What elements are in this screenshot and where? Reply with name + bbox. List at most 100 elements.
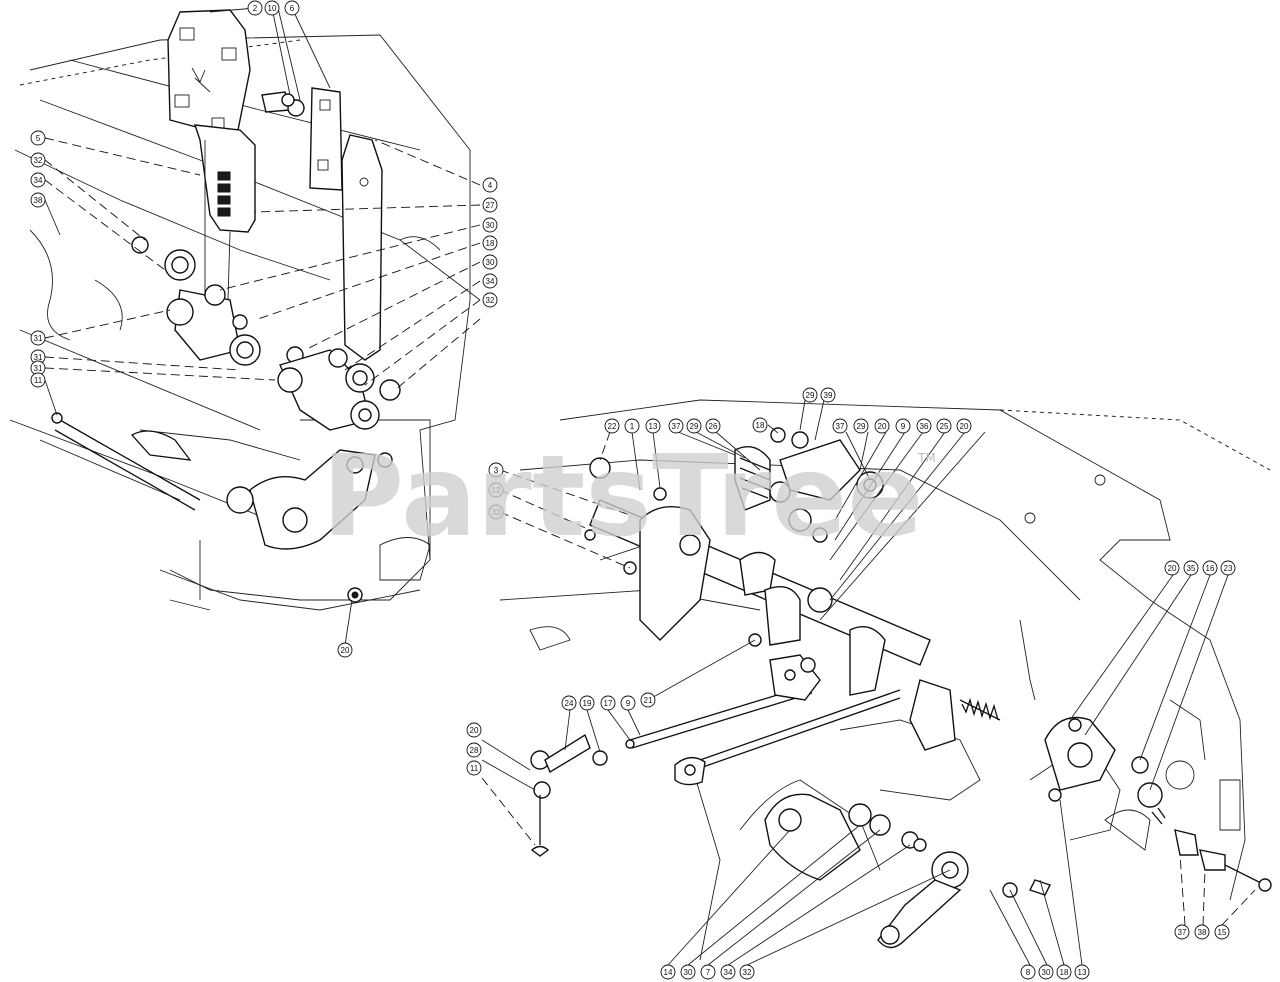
callout-bubble: 29: [802, 387, 818, 403]
callout-label: 32: [34, 156, 43, 165]
callout-label: 29: [690, 422, 699, 431]
callout-bubble: 35: [1183, 560, 1199, 576]
callout-label: 37: [836, 422, 845, 431]
callout-circle: [1183, 560, 1199, 576]
callout-circle: [488, 462, 504, 478]
callout-circle: [832, 418, 848, 434]
callout-label: 3: [494, 466, 499, 475]
callout-circle: [284, 0, 300, 16]
callout-label: 19: [583, 699, 592, 708]
callout-circle: [579, 695, 595, 711]
callout-bubble: 8: [1020, 964, 1036, 980]
callout-label: 29: [857, 422, 866, 431]
callout-label: 34: [34, 176, 43, 185]
callout-bubble: 27: [482, 197, 498, 213]
callout-label: 1: [630, 422, 635, 431]
callout-label: 2: [253, 4, 258, 13]
callout-label: 5: [36, 134, 41, 143]
callout-circle: [936, 418, 952, 434]
callout-circle: [482, 197, 498, 213]
callout-bubble: 25: [936, 418, 952, 434]
callout-bubble: 18: [482, 235, 498, 251]
callout-circle: [488, 504, 504, 520]
callout-bubble: 2: [247, 0, 263, 16]
callout-bubble: 4: [482, 177, 498, 193]
callout-bubble: 20: [874, 418, 890, 434]
callout-bubble: 11: [30, 372, 46, 388]
callout-label: 32: [743, 968, 752, 977]
callout-label: 18: [486, 239, 495, 248]
callout-bubble: 32: [482, 292, 498, 308]
callout-label: 22: [608, 422, 617, 431]
callout-label: 25: [940, 422, 949, 431]
callout-circle: [620, 695, 636, 711]
callout-bubble: 30: [482, 254, 498, 270]
callout-label: 9: [626, 699, 631, 708]
callout-circle: [482, 217, 498, 233]
callout-label: 8: [1026, 968, 1031, 977]
callout-circle: [802, 387, 818, 403]
callout-circle: [874, 418, 890, 434]
callout-circle: [482, 292, 498, 308]
callout-circle: [680, 964, 696, 980]
callout-label: 34: [724, 968, 733, 977]
callout-circle: [1038, 964, 1054, 980]
callout-circle: [604, 418, 620, 434]
callout-circle: [1214, 924, 1230, 940]
callout-circle: [30, 372, 46, 388]
callout-circle: [1194, 924, 1210, 940]
callout-circle: [1202, 560, 1218, 576]
callout-bubble: 30: [680, 964, 696, 980]
callout-bubble: 28: [466, 742, 482, 758]
callout-circle: [337, 642, 353, 658]
callout-circle: [561, 695, 577, 711]
callout-circle: [600, 695, 616, 711]
callout-label: 38: [34, 196, 43, 205]
callout-bubble: 3: [488, 462, 504, 478]
callout-label: 15: [1218, 928, 1227, 937]
callout-label: 39: [824, 391, 833, 400]
callout-bubble: 12: [488, 482, 504, 498]
callout-label: 33: [492, 508, 501, 517]
callout-bubble: 20: [337, 642, 353, 658]
callout-label: 37: [1178, 928, 1187, 937]
callout-bubble: 39: [820, 387, 836, 403]
callout-label: 37: [672, 422, 681, 431]
callout-label: 35: [1187, 564, 1196, 573]
callout-circle: [895, 418, 911, 434]
callout-label: 11: [470, 764, 479, 773]
callout-bubble: 16: [1202, 560, 1218, 576]
callout-label: 21: [644, 696, 653, 705]
callout-bubble: 10: [264, 0, 280, 16]
callout-bubble: 21: [640, 692, 656, 708]
callout-circle: [466, 722, 482, 738]
callout-label: 30: [684, 968, 693, 977]
callout-bubble: 37: [668, 418, 684, 434]
callout-label: 20: [470, 726, 479, 735]
callout-bubble: 7: [700, 964, 716, 980]
callout-circle: [264, 0, 280, 16]
callout-circle: [488, 482, 504, 498]
left-assembly: [9, 7, 481, 646]
callout-bubble: 11: [466, 760, 482, 776]
callout-circle: [482, 254, 498, 270]
callout-bubble: 31: [30, 330, 46, 346]
callout-label: 26: [709, 422, 718, 431]
callout-label: 36: [920, 422, 929, 431]
callout-bubble: 18: [752, 417, 768, 433]
callout-circle: [1074, 964, 1090, 980]
callout-label: 23: [1224, 564, 1233, 573]
callout-circle: [916, 418, 932, 434]
callout-circle: [30, 172, 46, 188]
callout-circle: [466, 760, 482, 776]
callout-label: 38: [1198, 928, 1207, 937]
callout-label: 28: [470, 746, 479, 755]
callout-circle: [1020, 964, 1036, 980]
callout-bubble: 24: [561, 695, 577, 711]
callout-bubble: 17: [600, 695, 616, 711]
callout-label: 10: [268, 4, 277, 13]
callout-label: 18: [756, 421, 765, 430]
callout-bubble: 32: [30, 152, 46, 168]
